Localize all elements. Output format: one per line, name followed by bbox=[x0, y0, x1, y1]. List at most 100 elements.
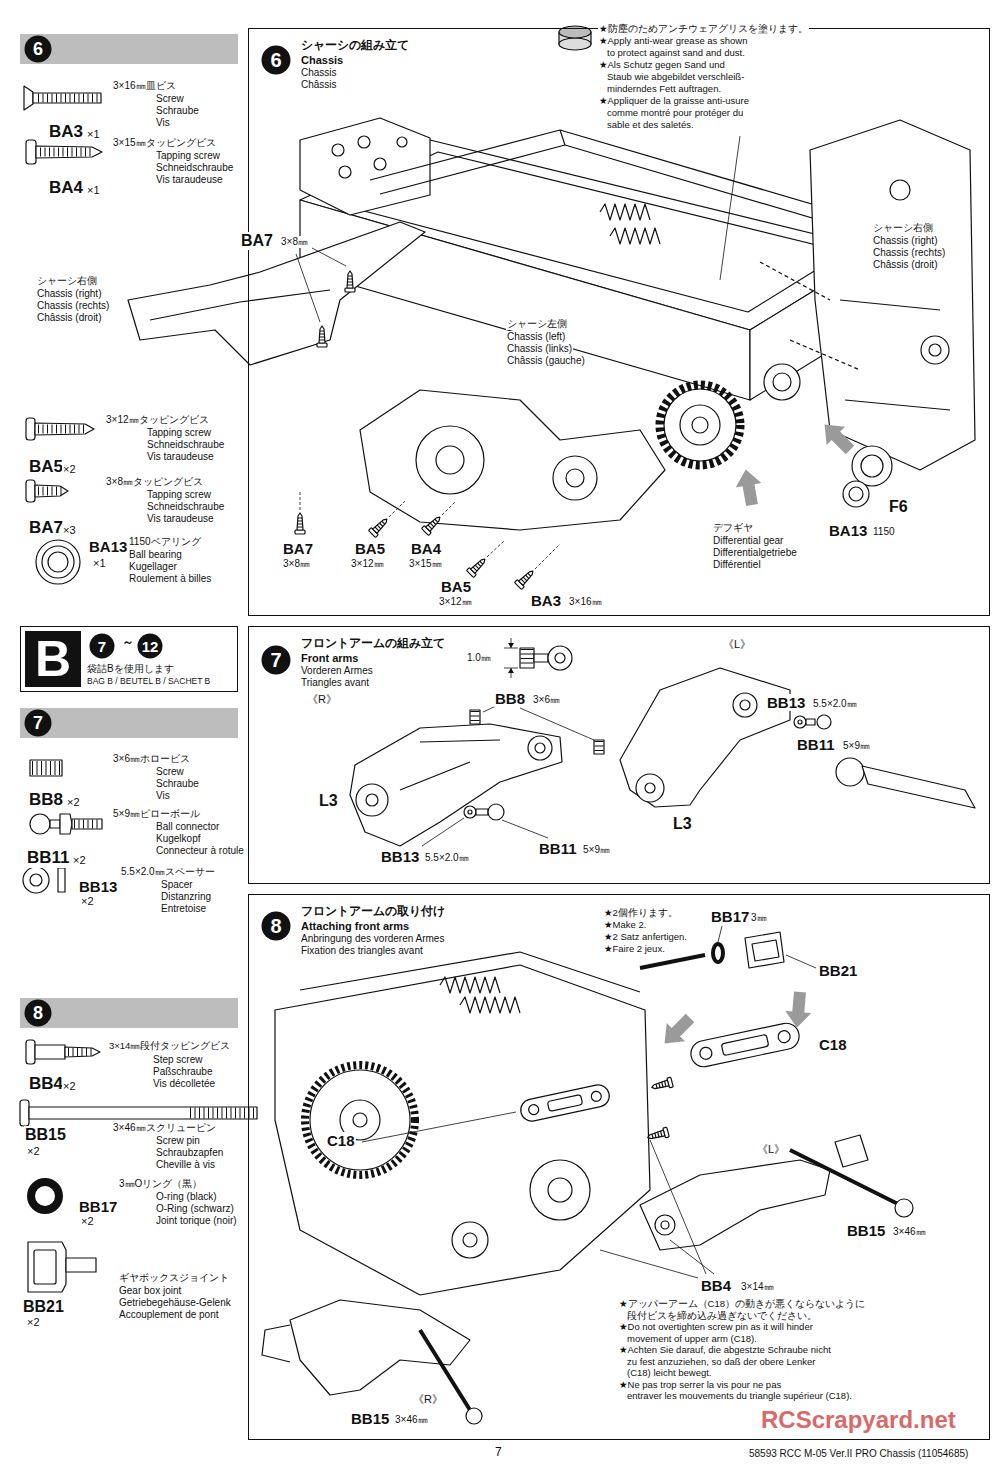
parts-list-art-part bbox=[74, 820, 100, 829]
arm-attachment-illustration-part bbox=[310, 1070, 410, 1170]
label-text: Screw bbox=[155, 93, 185, 105]
front-arm-illustration-part bbox=[806, 719, 815, 725]
arm-attachment-illustration-part bbox=[519, 1083, 612, 1123]
label-text: Connecteur à rotule bbox=[155, 845, 245, 857]
front-arm-illustration-part bbox=[836, 758, 864, 786]
parts-list-art-part bbox=[42, 546, 74, 578]
chassis-illustration-part bbox=[296, 248, 346, 322]
chassis-illustration-part bbox=[358, 136, 370, 148]
label-text: Schneidschraube bbox=[146, 501, 225, 513]
chassis-illustration-part bbox=[849, 487, 863, 501]
label-text: Kugelkopf bbox=[155, 833, 201, 845]
step-number-circle: 7 bbox=[89, 633, 115, 659]
circle-fill bbox=[25, 1000, 52, 1027]
label-text: Schneidschraube bbox=[155, 162, 234, 174]
label-text: Tapping screw bbox=[146, 489, 212, 501]
label-text: Châssis (gauche) bbox=[506, 355, 586, 367]
arm-attachment-illustration-part bbox=[713, 944, 723, 962]
part-code: BB17 bbox=[710, 908, 750, 925]
label-text: ×2 bbox=[62, 463, 77, 476]
label-text: ×2 bbox=[80, 895, 95, 908]
heading-translation: Vorderen Armes bbox=[301, 665, 373, 677]
front-arm-illustration-part bbox=[636, 774, 664, 802]
label-text: Tapping screw bbox=[146, 427, 212, 439]
chassis-illustration-part bbox=[150, 290, 330, 320]
chassis-illustration-part bbox=[664, 389, 736, 461]
circle-fill bbox=[138, 634, 163, 659]
step-number-circle: 7 bbox=[24, 709, 52, 737]
label-text: ★防塵のためアンチウェアグリスを塗ります。 bbox=[598, 24, 809, 35]
part-code: BB13 bbox=[78, 878, 118, 895]
arm-attachment-illustration-part bbox=[290, 1300, 470, 1395]
label-text: シャーシ左側 bbox=[506, 318, 568, 330]
step-number-circle: 6 bbox=[261, 45, 291, 75]
parts-list-art-part bbox=[23, 867, 49, 893]
front-arm-illustration-part bbox=[504, 638, 518, 678]
label-text: 段付ビスを締め込み過ぎないでください。 bbox=[626, 1311, 818, 1322]
label-text: Entretoise bbox=[160, 903, 207, 915]
step-number: B bbox=[35, 634, 71, 684]
circle-fill bbox=[262, 46, 291, 75]
watermark: RCScrapyard.net bbox=[760, 1406, 957, 1434]
step-number-circle: 6 bbox=[24, 35, 52, 63]
label-text: sable et des saletés. bbox=[606, 120, 695, 131]
label-text: 3×15㎜ bbox=[408, 558, 443, 570]
chassis-illustration-part bbox=[421, 514, 443, 536]
parts-list-art-part bbox=[190, 1108, 255, 1119]
part-code: BB17 bbox=[78, 1198, 118, 1215]
label-text: ×2 bbox=[26, 1145, 41, 1158]
chassis-illustration-part bbox=[514, 568, 536, 590]
label-text: Schraube bbox=[155, 105, 200, 117]
parts-list-art-part bbox=[24, 86, 33, 110]
part-code: L3 bbox=[672, 815, 693, 833]
part-code: BB8 bbox=[494, 690, 526, 707]
label-text: Screw bbox=[155, 766, 185, 778]
front-arm-illustration-part bbox=[794, 716, 806, 728]
label-text: Chassis (left) bbox=[506, 331, 566, 343]
arm-attachment-illustration-part bbox=[300, 952, 640, 992]
part-code: BB15 bbox=[24, 1126, 67, 1144]
parts-list-art-part bbox=[40, 148, 94, 157]
parts-list-art-part bbox=[26, 140, 36, 164]
chassis-illustration-part bbox=[560, 130, 565, 145]
part-code: BB8 bbox=[28, 790, 64, 810]
label-text: Schneidschraube bbox=[146, 439, 225, 451]
label-text: minderndes Fett auftragen. bbox=[606, 84, 722, 95]
step-number: 8 bbox=[270, 916, 281, 936]
chassis-illustration-part bbox=[929, 344, 941, 356]
parts-list-art-part bbox=[29, 1107, 257, 1119]
parts-list-art-part bbox=[30, 814, 50, 834]
parts-list-art-part bbox=[31, 1182, 59, 1210]
label-text: Chassis (rechts) bbox=[872, 247, 946, 259]
label-text: デフギヤ bbox=[712, 522, 754, 534]
label-text: entraver les mouvements du triangle supé… bbox=[626, 1391, 853, 1402]
parts-list-art-part bbox=[36, 540, 80, 584]
parts-list-art-part bbox=[30, 874, 42, 886]
label-text: ★Appliquer de la graisse anti-usure bbox=[598, 96, 750, 107]
chassis-illustration-part bbox=[300, 492, 560, 569]
label-text: ★2個作ります。 bbox=[603, 908, 679, 919]
chassis-illustration-part bbox=[397, 137, 407, 147]
part-code: C18 bbox=[818, 1036, 848, 1053]
part-code: BB4 bbox=[700, 1277, 732, 1294]
chassis-illustration-part bbox=[773, 373, 791, 391]
arm-attachment-illustration-part bbox=[745, 932, 784, 968]
arm-attachment-illustration-part bbox=[835, 1135, 868, 1167]
parts-list-art-part bbox=[35, 1045, 65, 1059]
step-bar-part bbox=[20, 34, 238, 64]
part-code: BA7 bbox=[282, 540, 314, 557]
chassis-illustration-part bbox=[317, 326, 327, 347]
label-text: 3×16㎜ bbox=[568, 596, 603, 608]
parts-list-art-part bbox=[48, 552, 68, 572]
arm-attachment-illustration-part bbox=[895, 1199, 913, 1217]
label-text: ×2 bbox=[66, 796, 81, 809]
label-text: 3×12㎜タッピングビス bbox=[105, 414, 210, 426]
front-arm-illustration bbox=[350, 638, 975, 846]
parts-list-art-part bbox=[65, 1047, 100, 1057]
arm-attachment-illustration-part bbox=[600, 1140, 714, 1278]
label-text: ×2 bbox=[62, 1080, 77, 1093]
front-arm-illustration-part bbox=[366, 794, 378, 806]
chassis-illustration-part bbox=[610, 228, 660, 244]
arm-attachment-illustration-part bbox=[640, 955, 705, 968]
